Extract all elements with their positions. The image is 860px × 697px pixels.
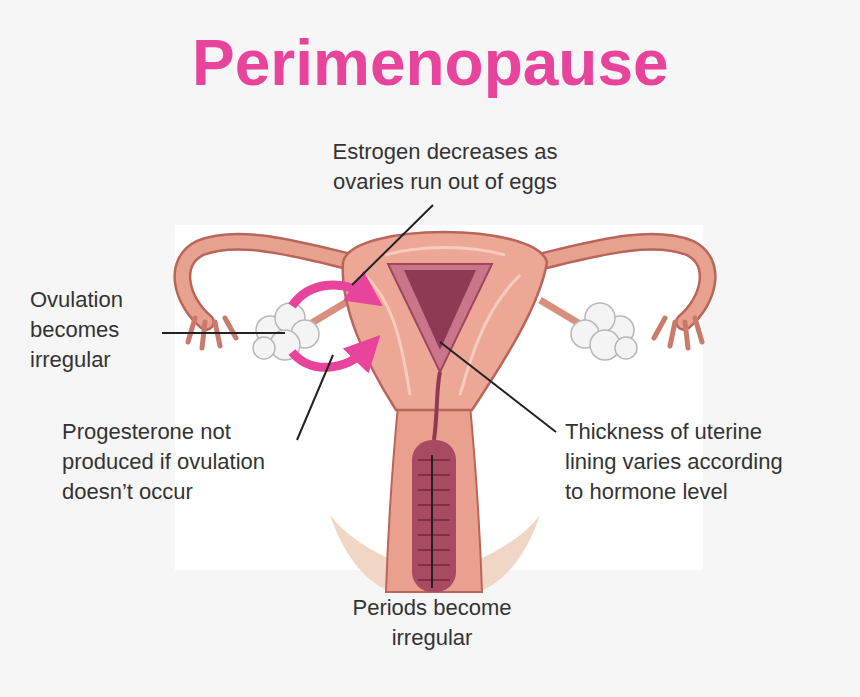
progesterone-note: Progesterone not produced if ovulation d… [62, 417, 292, 507]
lining-note: Thickness of uterine lining varies accor… [565, 417, 795, 507]
diagram-title: Perimenopause [192, 28, 669, 98]
hormone-note: Estrogen decreases as ovaries run out of… [315, 137, 575, 197]
ovulation-note: Ovulation becomes irregular [30, 285, 150, 375]
ovulation-arrows [292, 285, 368, 367]
leader-lines [162, 205, 556, 588]
periods-note: Periods become irregular [332, 593, 532, 653]
